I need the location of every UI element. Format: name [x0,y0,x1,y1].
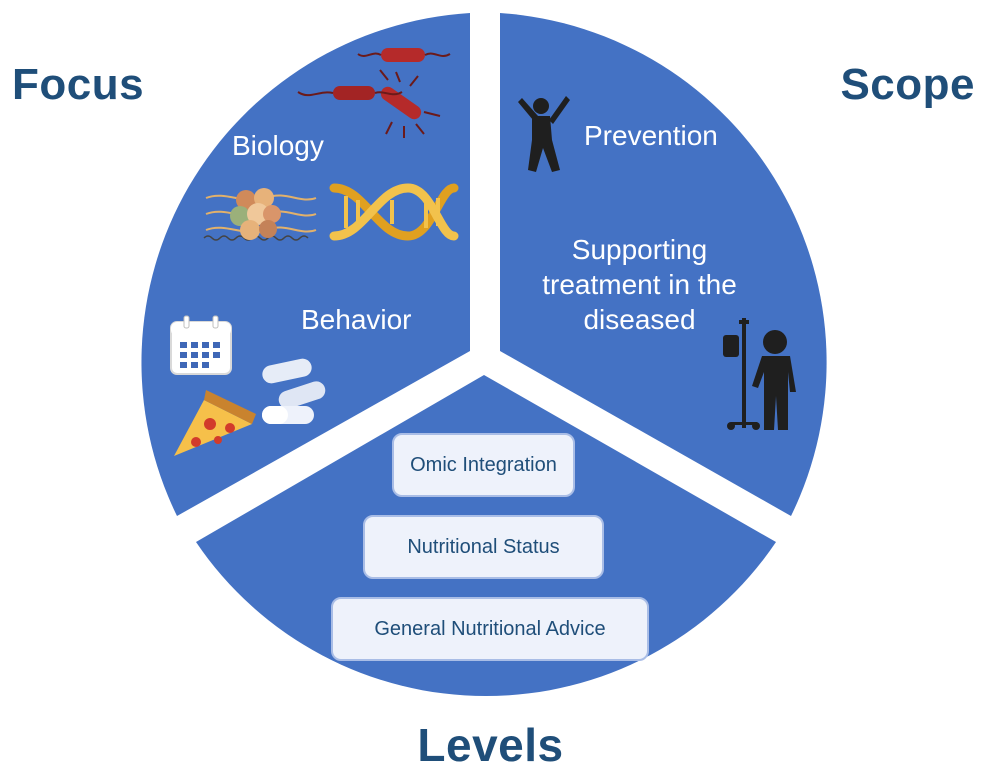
scope-title: Scope [840,60,975,109]
focus-title: Focus [12,60,145,109]
level-box-general-advice: General Nutritional Advice [331,597,649,661]
pills-icon [262,358,326,424]
active-person-icon [518,96,570,172]
patient-iv-icon [723,318,796,430]
pizza-icon [174,390,256,456]
level-box-nutritional-status: Nutritional Status [363,515,604,579]
dna-helix-icon [329,183,459,241]
protein-complex-icon [203,188,317,241]
treatment-label: Supporting treatment in the diseased [542,234,737,335]
biology-label: Biology [232,130,324,161]
calendar-icon [170,315,232,375]
bacteria-icon [297,48,451,138]
focus-segment [141,13,470,516]
level-box-omic-integration: Omic Integration [392,433,575,497]
prevention-label: Prevention [584,120,718,151]
behavior-label: Behavior [301,304,412,335]
levels-title: Levels [417,719,564,771]
